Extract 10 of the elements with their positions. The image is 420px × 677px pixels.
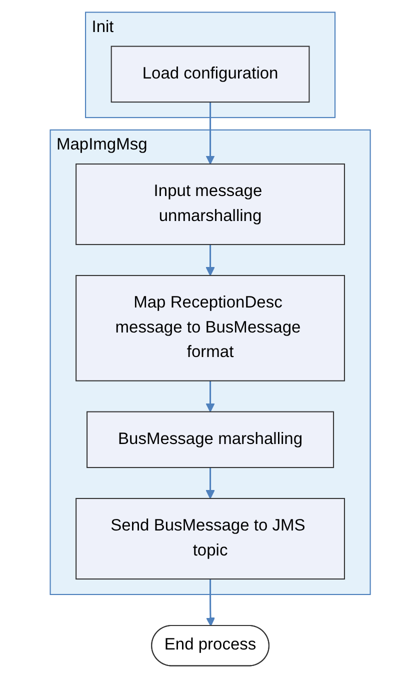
arrow bbox=[205, 102, 215, 164]
node-box: Send BusMessage to JMS topic bbox=[75, 497, 345, 580]
arrow bbox=[205, 244, 215, 276]
arrow bbox=[205, 467, 215, 498]
arrow bbox=[205, 380, 215, 412]
arrow bbox=[206, 578, 215, 626]
node-box: Map ReceptionDesc message to BusMessage format bbox=[75, 274, 345, 381]
node-box: Input message unmarshalling bbox=[75, 163, 345, 245]
node-box: Load configuration bbox=[110, 45, 310, 102]
node-box: BusMessage marshalling bbox=[86, 410, 334, 468]
